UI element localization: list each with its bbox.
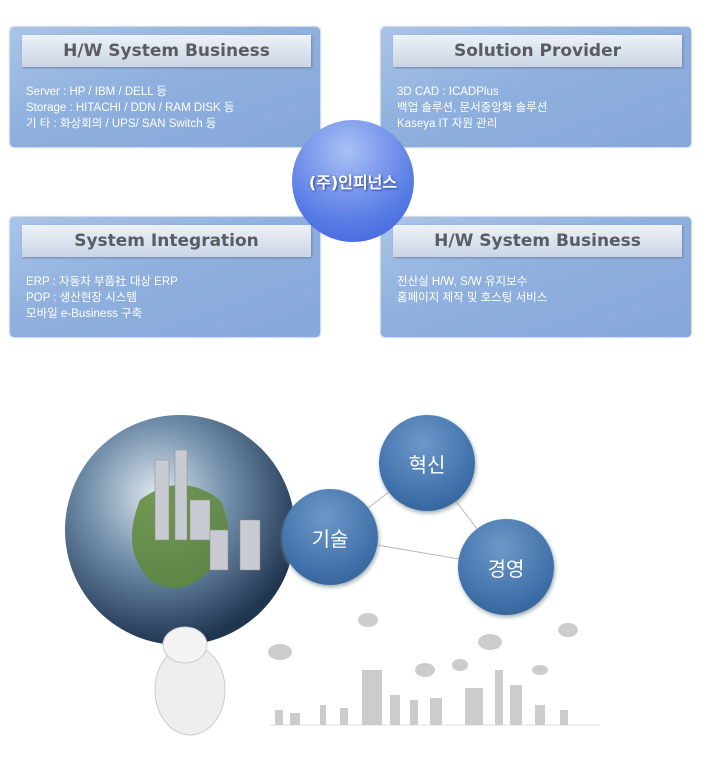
box-line: 3D CAD : ICADPlus bbox=[397, 86, 499, 98]
box-title: System Integration bbox=[22, 225, 311, 257]
box-line: POP : 생산현장 시스템 bbox=[26, 292, 137, 304]
illustration bbox=[65, 415, 600, 736]
innovation-circle: 혁신 bbox=[379, 415, 475, 511]
system-integration-box: System Integration ERP : 자동차 부품社 대상 ERP P… bbox=[10, 217, 320, 337]
company-circle: (주)인피넌스 bbox=[292, 120, 414, 242]
box-line: 홈페이지 제작 및 호스팅 서비스 bbox=[397, 292, 548, 304]
box-title: Solution Provider bbox=[393, 35, 682, 67]
buildings-icon bbox=[154, 449, 261, 571]
box-line: Kaseya IT 자원 관리 bbox=[397, 118, 498, 130]
cloud-icon bbox=[268, 613, 578, 677]
innovation-label: 혁신 bbox=[408, 452, 446, 477]
technology-label: 기술 bbox=[311, 526, 349, 551]
company-name: (주)인피넌스 bbox=[308, 173, 398, 192]
skyline-icon bbox=[275, 670, 568, 725]
solution-provider-box: Solution Provider 3D CAD : ICADPlus 백업 솔루… bbox=[381, 27, 691, 147]
box-line: 전산실 H/W, S/W 유지보수 bbox=[397, 276, 528, 288]
box-line: 백업 솔루션, 문서중앙화 솔루션 bbox=[397, 102, 548, 114]
management-circle: 경영 bbox=[458, 519, 554, 615]
technology-circle: 기술 bbox=[282, 489, 378, 585]
box-line: Server : HP / IBM / DELL 등 bbox=[26, 86, 167, 98]
box-line: 모바일 e-Business 구축 bbox=[26, 308, 143, 320]
management-label: 경영 bbox=[487, 556, 525, 581]
box-title: H/W System Business bbox=[22, 35, 311, 67]
box-line: 기 타 : 화상회의 / UPS/ SAN Switch 등 bbox=[26, 118, 217, 130]
box-line: Storage : HITACHI / DDN / RAM DISK 등 bbox=[26, 102, 235, 114]
box-title: H/W System Business bbox=[393, 225, 682, 257]
box-line: ERP : 자동차 부품社 대상 ERP bbox=[26, 276, 178, 288]
hw-business-box: H/W System Business Server : HP / IBM / … bbox=[10, 27, 320, 147]
